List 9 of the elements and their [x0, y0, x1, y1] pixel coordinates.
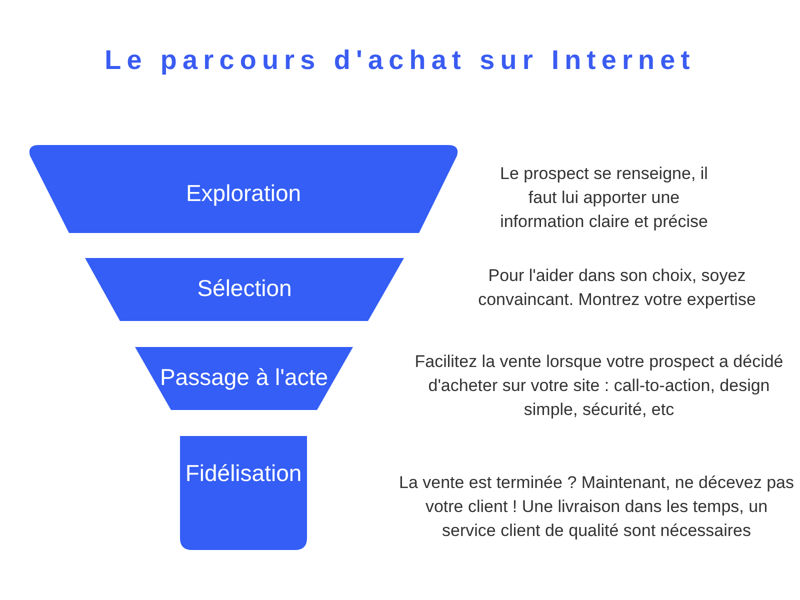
stage-description: Facilitez la vente lorsque votre prospect a décidé d'acheter sur votre site : call-to-action, design simple, sécurité, etc [414, 351, 784, 421]
stage-description: La vente est terminée ? Maintenant, ne décevez pas votre client ! Une livraison dans les temps, un service client de qualité sont nécessaires [398, 472, 795, 542]
stage-label: Fidélisation [185, 460, 302, 487]
stage-label: Sélection [197, 275, 292, 302]
stage-label: Passage à l'acte [160, 364, 328, 391]
stage-description: Le prospect se renseigne, il faut lui apporter une information claire et précise [499, 163, 709, 233]
title: Le parcours d'achat sur Internet [104, 45, 696, 76]
stage-description: Pour l'aider dans son choix, soyez convaincant. Montrez votre expertise [477, 265, 757, 311]
stage-label: Exploration [186, 180, 302, 207]
